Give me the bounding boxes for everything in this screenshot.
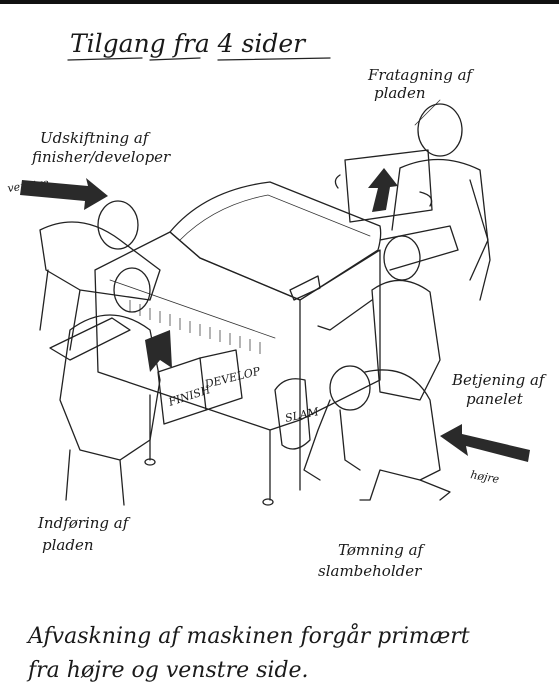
person-panel-operator xyxy=(317,235,441,401)
right-arrow-icon xyxy=(440,424,530,462)
caption-line1: Afvaskning af maskinen forgår primært xyxy=(26,622,470,649)
left-arrow-icon xyxy=(20,178,108,210)
processor-machine xyxy=(49,181,459,506)
title: Tilgang fra 4 sider xyxy=(70,29,307,58)
label-right-side: højre xyxy=(469,468,500,486)
feed-arrow-icon xyxy=(145,330,172,372)
label-plate-removal-line2: pladen xyxy=(374,84,425,102)
containers xyxy=(157,349,311,450)
label-finisher-line2: finisher/developer xyxy=(31,148,171,166)
title-underline xyxy=(67,57,331,61)
person-plate-removal xyxy=(334,103,491,301)
label-plate-removal-line1: Fratagning af xyxy=(367,66,475,84)
label-plate-feeding-line2: pladen xyxy=(42,536,93,554)
person-plate-feeding xyxy=(59,267,172,506)
up-arrow-icon xyxy=(368,168,398,212)
label-slam-container: SLAM xyxy=(284,405,321,425)
person-finisher-replacement xyxy=(39,200,161,351)
label-plate-feeding-line1: Indføring af xyxy=(37,514,131,532)
label-panel-line1: Betjening af xyxy=(451,371,547,389)
person-emptying-sludge xyxy=(303,365,451,501)
label-develop-container: DEVELOP xyxy=(203,364,263,391)
label-sludge-line1: Tømning af xyxy=(338,541,426,559)
top-border xyxy=(0,0,559,4)
caption-line2: fra højre og venstre side. xyxy=(26,658,309,683)
label-finisher-line1: Udskiftning af xyxy=(40,129,151,147)
label-sludge-line2: slambeholder xyxy=(318,562,422,580)
label-panel-line2: panelet xyxy=(466,390,524,408)
